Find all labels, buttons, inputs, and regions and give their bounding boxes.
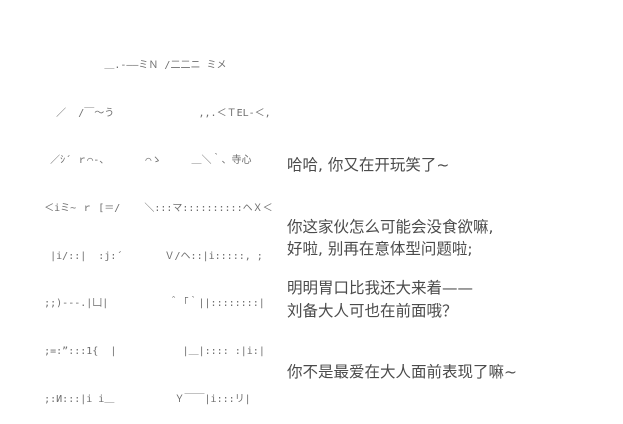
dialogue-line: 哈哈, 你又在开玩笑了~ (287, 156, 450, 174)
dialogue-line: 你这家伙怎么可能会没食欲嘛, (287, 217, 494, 236)
aa-row: ;:И:::|i i＿ Ｙ￣￣|i:::リ| (8, 393, 251, 405)
dialogue-line: 刘备大人可也在前面哦？ (287, 301, 458, 320)
aa-row: ＜iミ~ ｒ [＝/ ＼:::マ::::::::::ヘＸ＜ (8, 202, 273, 214)
dialogue-line: 你不是最爱在大人面前表现了嘛~ (287, 363, 517, 381)
aa-row: |i/::| :j:´ Ｖ/ヘ::|i:::::, ; (8, 250, 263, 262)
aa-row: ;=:”:::1{ | |＿|:::: :|i:| (8, 346, 265, 358)
aa-row: ;;)---.|凵| ＾「｀||::::::::| (8, 298, 265, 310)
dialogue-line: 好啦, 别再在意体型问题啦; (287, 240, 473, 258)
ascii-art: ＿.-—―ミＮ /二二ニ ミメ ／ /￣～う ,,.＜ＴEL-＜, ／ｼ´ ｒ⌒… (8, 26, 361, 424)
dialogue-line: 明明胃口比我还大来着—— (287, 279, 474, 297)
dialogue-block-1: 哈哈, 你又在开玩笑了~ 你这家伙怎么可能会没食欲嘛, 明明胃口比我还大来着—— (287, 114, 493, 340)
aa-row: ＿.-—―ミＮ /二二ニ ミメ (8, 59, 227, 71)
dialogue-block-2: 好啦, 别再在意体型问题啦; 刘备大人可也在前面哦？ 你不是最爱在大人面前表现了… (287, 198, 517, 424)
aa-row: ／ｼ´ ｒ⌒-、 ⌒ゝ ＿＼｀、寺心 (8, 155, 252, 167)
aa-row: ／ /￣～う ,,.＜ＴEL-＜, (8, 107, 271, 119)
